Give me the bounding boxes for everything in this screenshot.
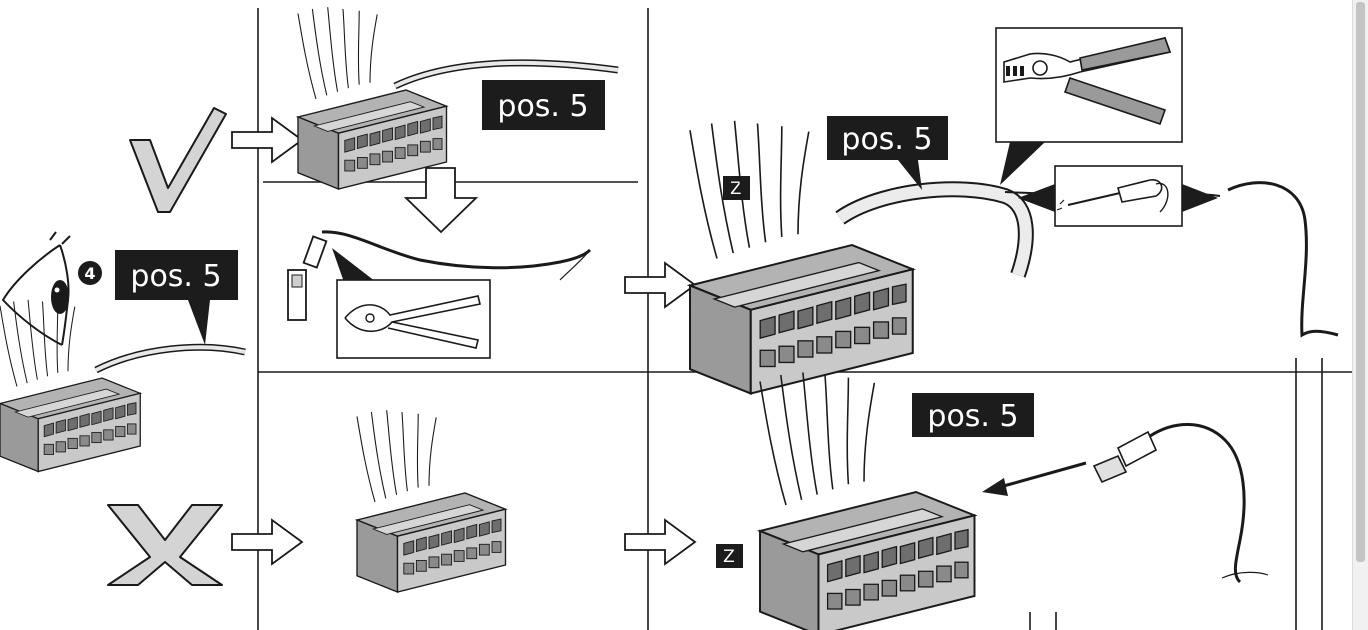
pos-label-right-top: pos. 5 bbox=[827, 116, 948, 190]
pos-label-text: pos. 5 bbox=[130, 259, 221, 294]
step-number: 4 bbox=[84, 264, 95, 283]
pos-label-left: pos. 5 bbox=[115, 250, 238, 345]
pos-label-text: pos. 5 bbox=[497, 89, 588, 124]
scrollbar-thumb[interactable] bbox=[1356, 2, 1365, 562]
arrow-outline-icon bbox=[231, 519, 303, 565]
pos-label-text: pos. 5 bbox=[927, 399, 1018, 434]
pos-label-right-bottom: pos. 5 bbox=[912, 393, 1034, 437]
wire-stripper-icon bbox=[995, 27, 1183, 185]
connector-block-top-middle bbox=[297, 6, 448, 190]
pos-label-text: pos. 5 bbox=[841, 122, 932, 157]
z-label: Z bbox=[723, 547, 735, 567]
cutting-pliers-icon bbox=[332, 248, 491, 359]
screwdriver-icon bbox=[1018, 165, 1218, 227]
eye-icon bbox=[1, 231, 71, 346]
arrow-outline-icon bbox=[624, 519, 696, 565]
connector-block-top-right bbox=[688, 119, 914, 395]
terminal-pin-icon bbox=[287, 230, 592, 321]
z-label: Z bbox=[730, 179, 742, 199]
insert-arrow bbox=[982, 461, 1087, 496]
connector-block-left bbox=[0, 299, 141, 473]
arrow-outline-icon bbox=[231, 117, 303, 163]
z-badge-bottom: Z bbox=[716, 544, 743, 568]
terminal-pin-icon bbox=[1092, 423, 1269, 584]
cross-mark-icon bbox=[107, 504, 223, 586]
pos-label-middle: pos. 5 bbox=[482, 80, 605, 130]
arrow-outline-icon bbox=[624, 262, 696, 308]
step-number-badge: 4 bbox=[78, 261, 102, 285]
z-badge-top: Z bbox=[723, 176, 750, 200]
vertical-scrollbar[interactable] bbox=[1352, 0, 1368, 630]
connector-block-bottom-middle bbox=[356, 409, 507, 593]
arrow-outline-icon bbox=[403, 167, 479, 234]
check-mark-icon bbox=[129, 107, 227, 213]
